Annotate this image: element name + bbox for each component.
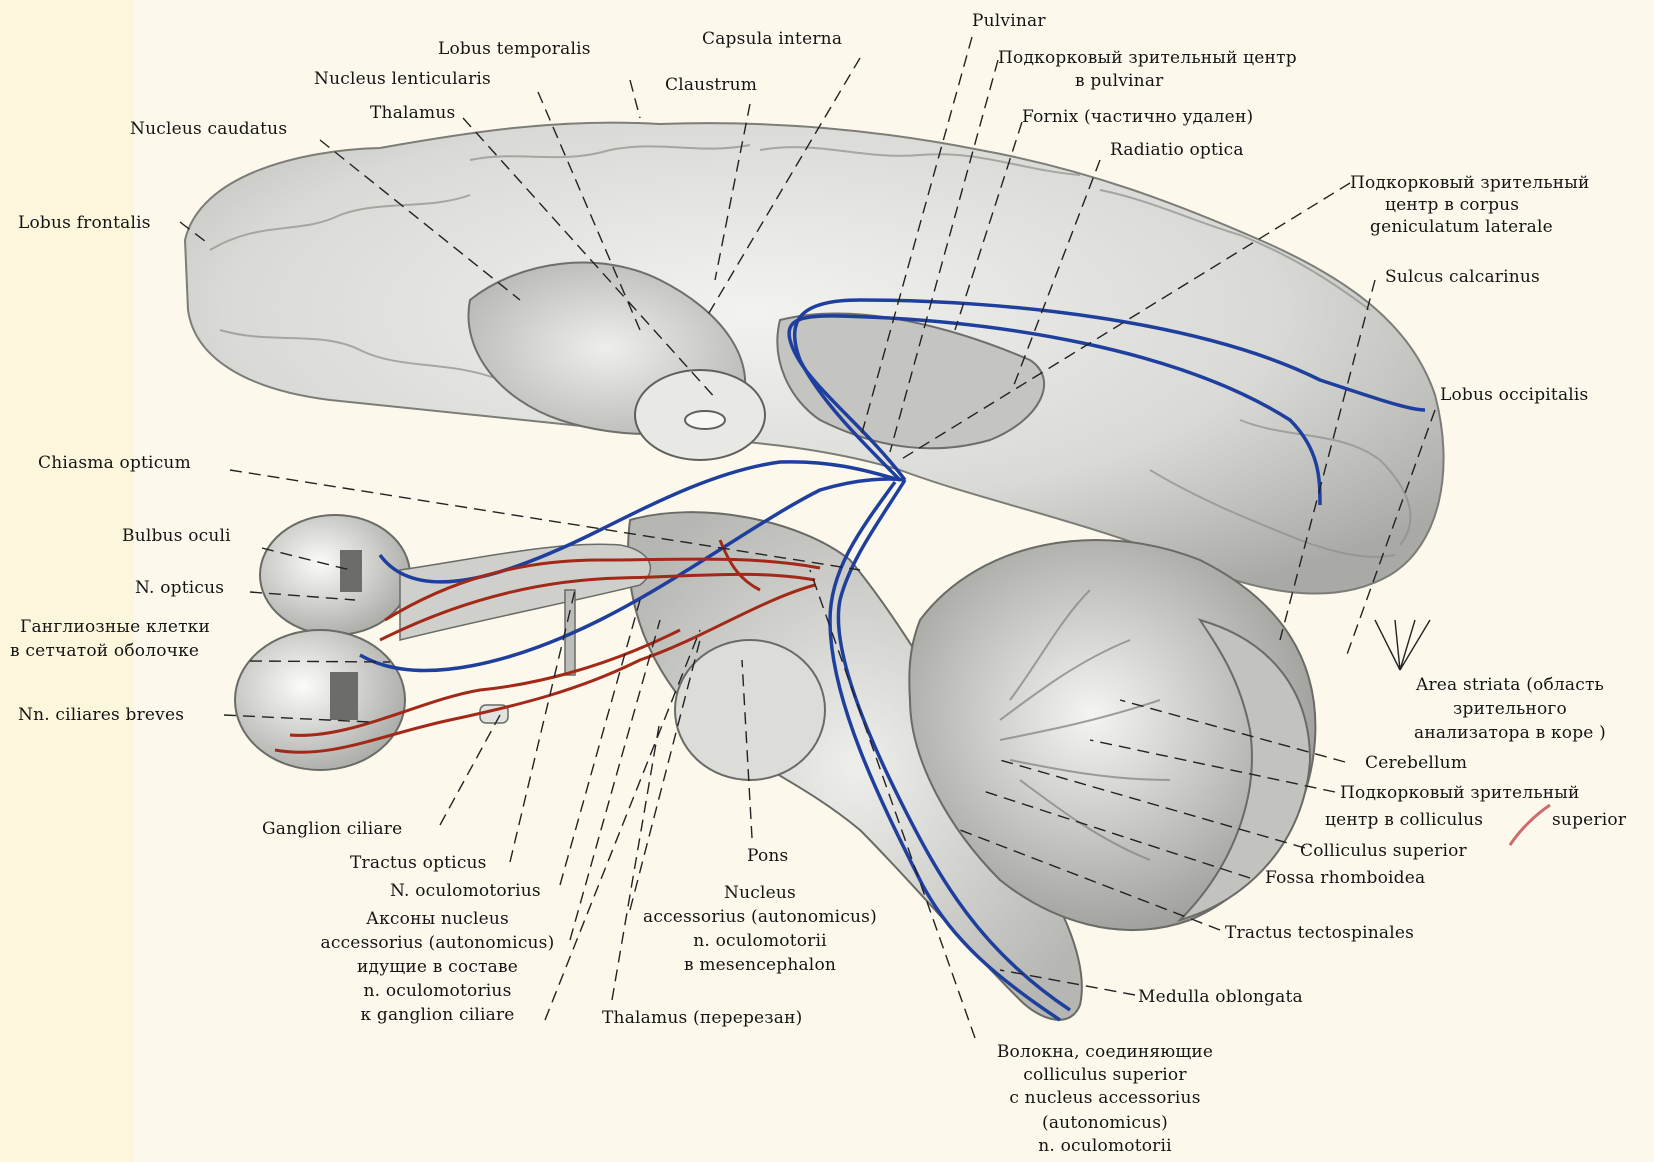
eye-lower-cut [330, 672, 358, 720]
label-thalamus-cut: Thalamus (перерезан) [602, 1007, 802, 1029]
label-nucleus-caudatus: Nucleus caudatus [130, 118, 287, 140]
label-n-opticus: N. opticus [135, 577, 224, 599]
label-colliculus-superior: Colliculus superior [1300, 840, 1467, 862]
label-sulcus-calcarinus: Sulcus calcarinus [1385, 266, 1540, 288]
label-axons-2: accessorius (autonomicus) [320, 932, 555, 954]
label-nucleus-acc-2: accessorius (autonomicus) [620, 906, 900, 928]
label-nucleus-acc-1: Nucleus [620, 882, 900, 904]
thalamus-core [685, 411, 725, 429]
label-fornix: Fornix (частично удален) [1022, 106, 1253, 128]
label-axons-3: идущие в составе [320, 956, 555, 978]
label-subcortical-colliculus-3: superior [1552, 809, 1626, 831]
label-ganglion-cells-1: Ганглиозные клетки [20, 616, 210, 638]
label-axons-5: к ganglion ciliare [320, 1004, 555, 1026]
pen-mark [1510, 805, 1550, 845]
label-fibers-2: colliculus superior [960, 1064, 1250, 1086]
label-subcortical-colliculus-1: Подкорковый зрительный [1340, 782, 1580, 804]
label-fibers-5: n. oculomotorii [960, 1135, 1250, 1157]
label-area-striata-3: анализатора в коре ) [1395, 722, 1625, 744]
eye-upper-cut [340, 550, 362, 592]
label-subcortical-cgl-3: geniculatum laterale [1370, 216, 1553, 238]
label-n-oculomotorius: N. oculomotorius [390, 880, 541, 902]
label-lobus-temporalis: Lobus temporalis [438, 38, 591, 60]
label-subcortical-colliculus-2: центр в colliculus [1325, 809, 1483, 831]
pons-body [675, 640, 825, 780]
label-ganglion-ciliare: Ganglion ciliare [262, 818, 402, 840]
area-striata-arrows [1375, 620, 1430, 670]
label-subcortical-cgl-2: центр в corpus [1385, 194, 1519, 216]
label-nucleus-acc-4: в mesencephalon [620, 954, 900, 976]
eye-lower [235, 630, 405, 770]
label-axons-4: n. oculomotorius [320, 980, 555, 1002]
label-medulla-oblongata: Medulla oblongata [1138, 986, 1303, 1008]
label-capsula-interna: Capsula interna [702, 28, 842, 50]
label-nn-ciliares-breves: Nn. ciliares breves [18, 704, 184, 726]
label-subcortical-pulvinar-1: Подкорковый зрительный центр [998, 47, 1297, 69]
label-pulvinar: Pulvinar [972, 10, 1046, 32]
label-thalamus: Thalamus [370, 102, 455, 124]
label-area-striata-1: Area striata (область [1395, 674, 1625, 696]
label-nucleus-acc-3: n. oculomotorii [620, 930, 900, 952]
label-nucleus-lenticularis: Nucleus lenticularis [314, 68, 491, 90]
label-subcortical-pulvinar-2: в pulvinar [1075, 70, 1164, 92]
label-fossa-rhomboidea: Fossa rhomboidea [1265, 867, 1425, 889]
label-claustrum: Claustrum [665, 74, 757, 96]
label-subcortical-cgl-1: Подкорковый зрительный [1350, 172, 1590, 194]
label-ganglion-cells-2: в сетчатой оболочке [10, 640, 199, 662]
label-axons-1: Аксоны nucleus [320, 908, 555, 930]
label-cerebellum: Cerebellum [1365, 752, 1467, 774]
label-tractus-opticus: Tractus opticus [350, 852, 487, 874]
label-pons: Pons [747, 845, 788, 867]
label-fibers-1: Волокна, соединяющие [960, 1041, 1250, 1063]
label-lobus-occipitalis: Lobus occipitalis [1440, 384, 1588, 406]
label-area-striata-2: зрительного [1395, 698, 1625, 720]
label-lobus-frontalis: Lobus frontalis [18, 212, 151, 234]
label-fibers-3: с nucleus accessorius [960, 1087, 1250, 1109]
label-fibers-4: (autonomicus) [960, 1112, 1250, 1134]
label-tractus-tectospinales: Tractus tectospinales [1225, 922, 1414, 944]
label-chiasma-opticum: Chiasma opticum [38, 452, 191, 474]
label-radiatio-optica: Radiatio optica [1110, 139, 1244, 161]
label-bulbus-oculi: Bulbus oculi [122, 525, 231, 547]
